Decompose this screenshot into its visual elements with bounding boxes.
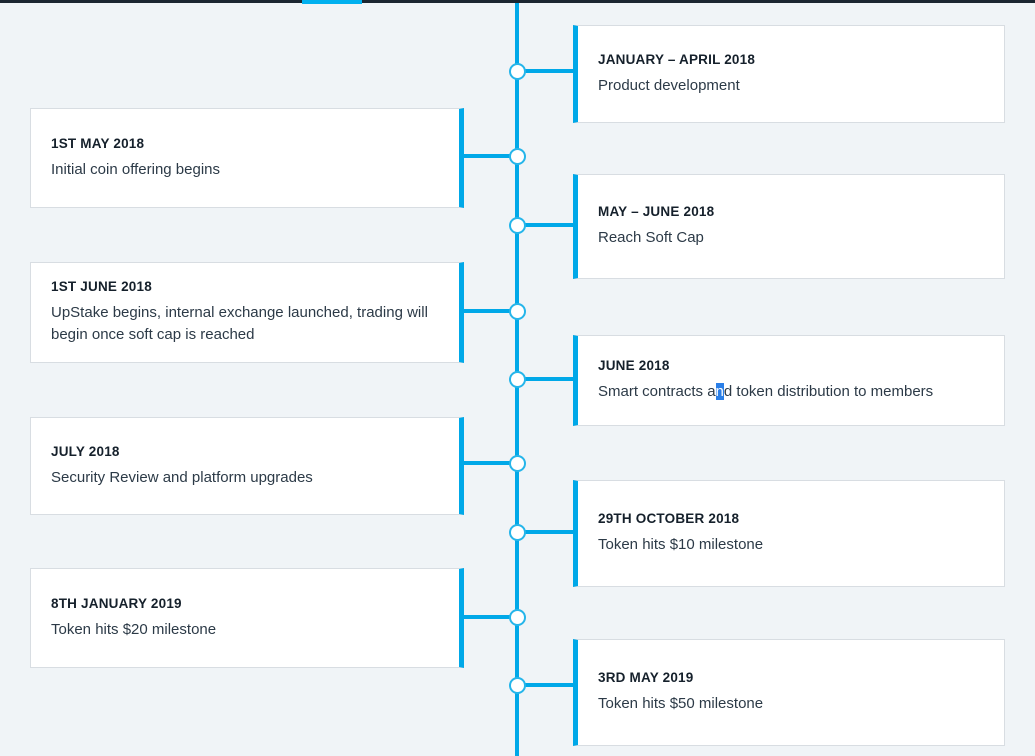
page-top-bar	[0, 0, 1035, 3]
event-date: 1ST MAY 2018	[51, 135, 145, 151]
timeline-node-marker[interactable]	[508, 62, 526, 80]
event-description: Reach Soft Cap	[598, 229, 704, 247]
timeline-node-marker[interactable]	[508, 676, 526, 694]
event-description: Smart contracts and token distribution t…	[598, 381, 984, 403]
timeline-node-marker[interactable]	[508, 147, 526, 165]
text-selection-highlight[interactable]: n	[715, 383, 724, 401]
event-date: 3RD MAY 2019	[598, 670, 694, 686]
event-date: JUNE 2018	[598, 358, 670, 374]
timeline-node-marker[interactable]	[508, 216, 526, 234]
timeline-node-marker[interactable]	[508, 370, 526, 388]
active-tab-indicator[interactable]	[302, 0, 362, 4]
event-date: 29TH OCTOBER 2018	[598, 511, 740, 527]
event-description: UpStake begins, internal exchange launch…	[51, 304, 428, 344]
event-description-text-after: d token distribution to members	[723, 383, 934, 401]
timeline-connector	[517, 530, 573, 534]
event-date: JANUARY – APRIL 2018	[598, 51, 756, 67]
timeline-node-marker[interactable]	[508, 523, 526, 541]
timeline-connector	[459, 154, 517, 158]
timeline-connector	[459, 309, 517, 313]
timeline-connector	[459, 615, 517, 619]
timeline-connector	[459, 461, 517, 465]
event-description: Initial coin offering begins	[51, 160, 220, 178]
event-date: JULY 2018	[51, 443, 120, 459]
event-description: Product development	[598, 76, 740, 94]
event-description: Token hits $50 milestone	[598, 695, 764, 713]
event-date: 1ST JUNE 2018	[51, 279, 152, 295]
timeline-connector	[517, 223, 573, 227]
timeline-connector	[517, 377, 573, 381]
event-description: Token hits $20 milestone	[51, 620, 217, 638]
event-description: Security Review and platform upgrades	[51, 468, 313, 486]
timeline-node-marker[interactable]	[508, 302, 526, 320]
timeline-connector	[517, 69, 573, 73]
timeline-node-marker[interactable]	[508, 454, 526, 472]
event-date: 8TH JANUARY 2019	[51, 595, 182, 611]
event-description-text-before: Smart contracts a	[598, 383, 716, 401]
timeline-node-marker[interactable]	[508, 608, 526, 626]
event-description: Token hits $10 milestone	[598, 536, 764, 554]
timeline-connector	[517, 683, 573, 687]
event-date: MAY – JUNE 2018	[598, 204, 715, 220]
